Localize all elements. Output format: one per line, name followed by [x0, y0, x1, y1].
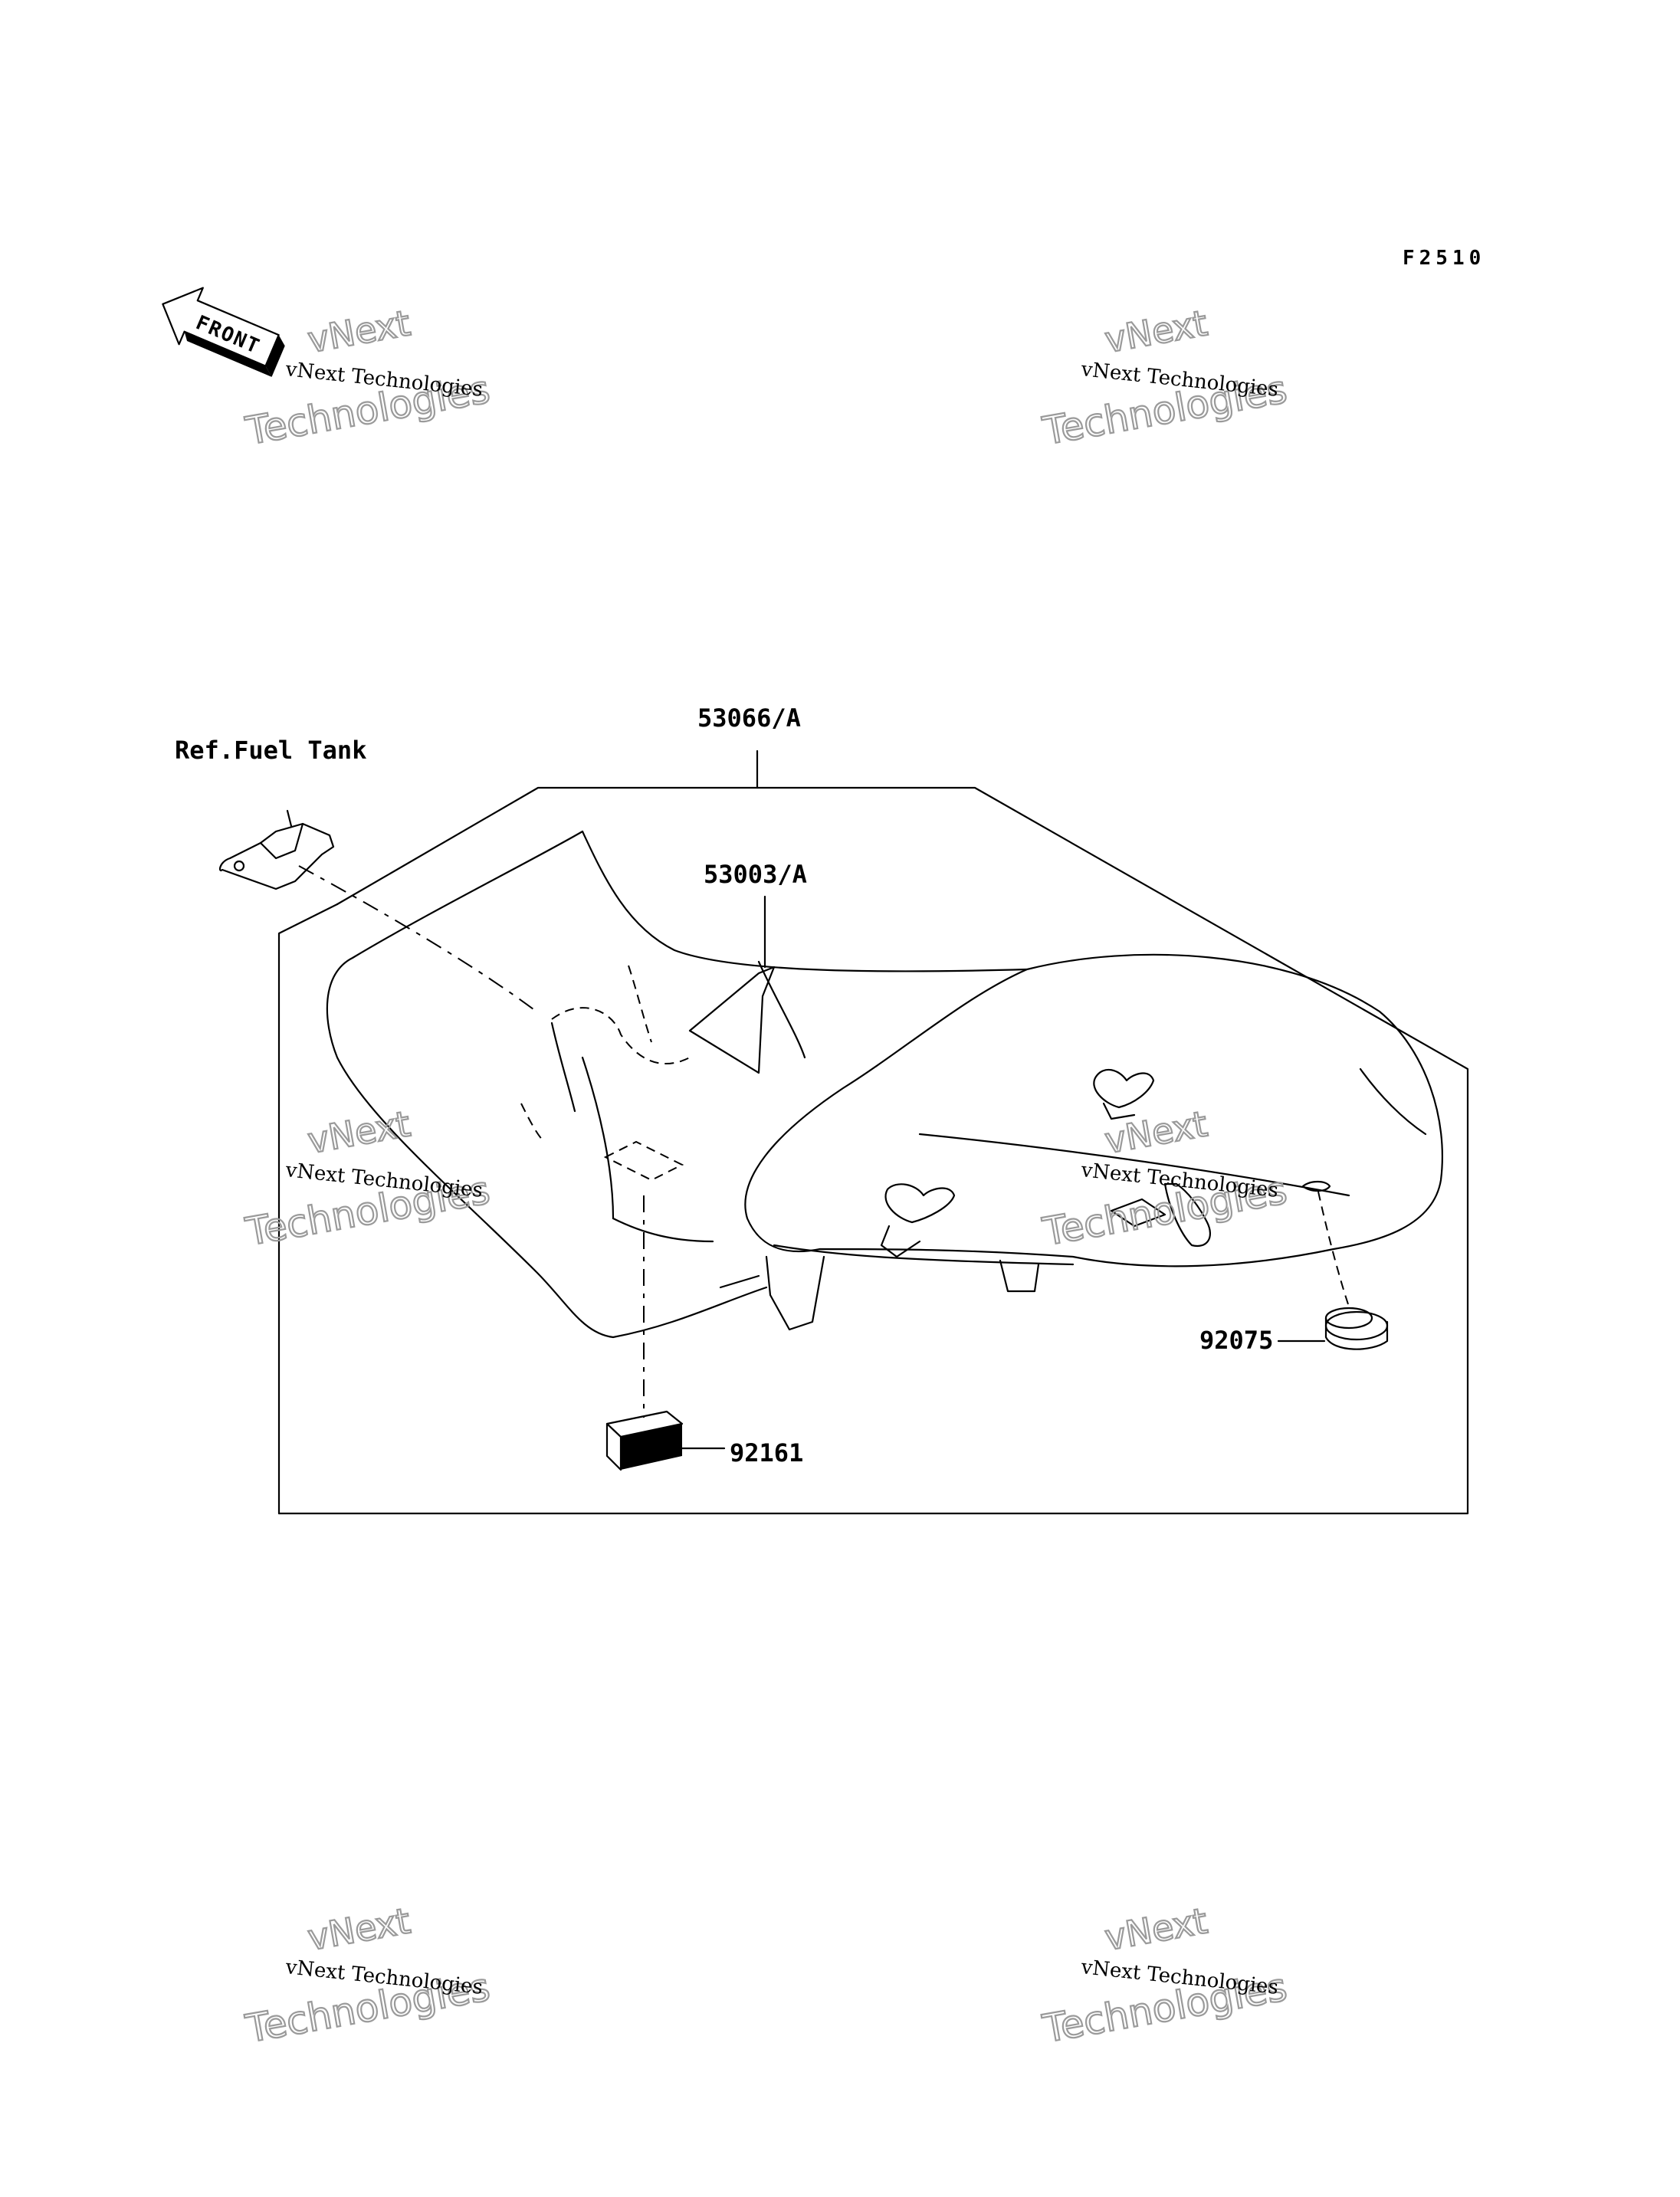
callout-label-part: 53003/A: [704, 860, 807, 889]
svg-text:vNext: vNext: [305, 1900, 414, 1959]
callout-damper: 92075: [1199, 1326, 1273, 1355]
watermark-middle-right: vNext Technologies vNext Technologies: [1039, 1102, 1291, 1255]
svg-text:vNext: vNext: [1102, 302, 1211, 361]
svg-text:vNext: vNext: [1102, 1900, 1211, 1959]
watermark-top-right: vNext Technologies vNext Technologies: [1039, 301, 1291, 454]
callout-ref-fuel-tank: Ref.Fuel Tank: [175, 736, 366, 765]
callout-seat-assy: 53066/A: [697, 703, 801, 733]
svg-text:vNext: vNext: [305, 1103, 414, 1162]
callout-block: 92161: [730, 1438, 803, 1467]
assembly-frame: [277, 749, 1469, 1515]
watermark-top-left: vNext Technologies vNext Technologies: [241, 301, 494, 454]
fuel-tank-bracket: [218, 809, 335, 890]
svg-text:vNext: vNext: [305, 302, 414, 361]
watermark-bottom-right: vNext Technologies vNext Technologies: [1039, 1899, 1291, 2052]
svg-text:vNext: vNext: [1102, 1103, 1211, 1162]
watermark-bottom-left: vNext Technologies vNext Technologies: [241, 1899, 494, 2052]
watermark-middle-left: vNext Technologies vNext Technologies: [241, 1102, 494, 1255]
seat-illustration: [298, 830, 1443, 1418]
front-arrow-icon: FRONT: [162, 287, 285, 377]
block-part: [605, 1410, 726, 1471]
sheet-code: F2510: [1403, 247, 1485, 270]
damper-part: [1277, 1307, 1389, 1350]
